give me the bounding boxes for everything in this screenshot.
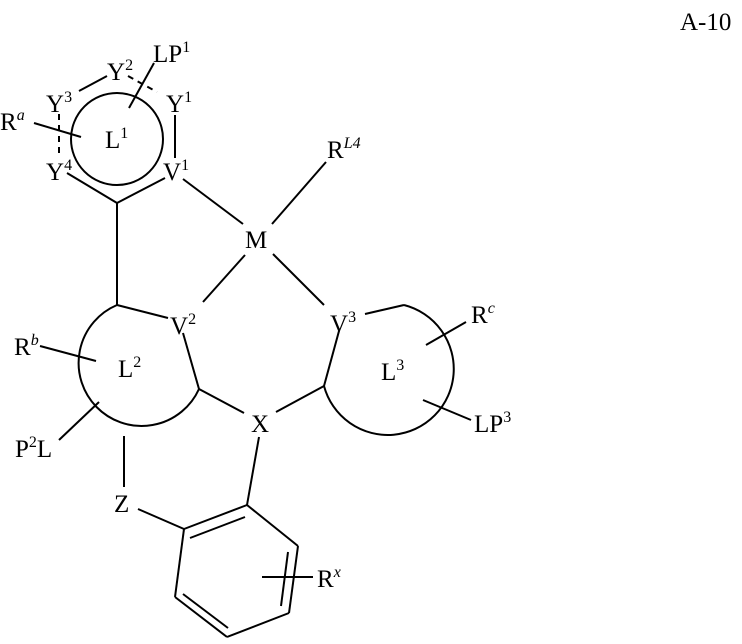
bond-Y3-Y2	[78, 75, 108, 92]
bond-V1-M	[182, 178, 244, 225]
bond-C-V2	[116, 304, 169, 319]
substituent-Rb: Rb	[14, 332, 39, 361]
ring-L3-label: L3	[381, 357, 404, 386]
bond-L2-X	[198, 388, 245, 414]
compound-label: A-10	[680, 9, 731, 36]
atom-M: M	[245, 227, 267, 254]
bond-Ra	[33, 122, 82, 138]
atom-Z: Z	[114, 491, 129, 518]
bond-Rb	[39, 345, 97, 362]
bond-X-ring	[246, 436, 260, 506]
substituent-RL4: RL4	[327, 135, 361, 164]
bond-Y4-C	[66, 172, 118, 204]
bond-LP1	[128, 62, 155, 109]
bond-Z-ring	[137, 508, 185, 530]
ring-L2-label: L2	[118, 354, 141, 383]
bond-X-L3	[275, 385, 325, 413]
ring-L3-arc	[323, 304, 455, 436]
atom-Y4: Y4	[46, 157, 72, 186]
atom-Y2: Y2	[107, 57, 133, 86]
bond-V3-C	[364, 304, 405, 315]
atom-V1: V1	[163, 157, 189, 186]
substituent-Rc: Rc	[471, 300, 495, 329]
substituent-Ra: Ra	[0, 107, 25, 136]
substituent-LP1: LP1	[153, 39, 190, 68]
bond-M-V2	[202, 254, 246, 303]
substituent-LP3: LP3	[474, 409, 511, 438]
atom-Y3: Y3	[46, 89, 72, 118]
bond-V1-C	[116, 177, 166, 204]
atom-V3: V3	[330, 309, 356, 338]
bond-V2-C	[182, 332, 200, 390]
ring-L2-arc	[77, 304, 200, 427]
ring-L1-circle	[70, 92, 164, 186]
benzene-ring	[174, 504, 299, 638]
substituent-P2L: P2L	[15, 434, 52, 463]
substituent-Rx: Rx	[317, 564, 341, 593]
atom-V2: V2	[170, 311, 196, 340]
bond-M-V3	[272, 253, 325, 306]
bond-LP3	[422, 399, 472, 421]
bond-C-V3	[323, 330, 340, 387]
ring-L1-label: L1	[105, 125, 128, 154]
bond-M-RL4	[271, 161, 327, 225]
bond-P2L	[58, 401, 100, 441]
atom-X: X	[251, 411, 269, 438]
atom-Y1: Y1	[166, 89, 192, 118]
bond-Rc	[425, 321, 467, 346]
